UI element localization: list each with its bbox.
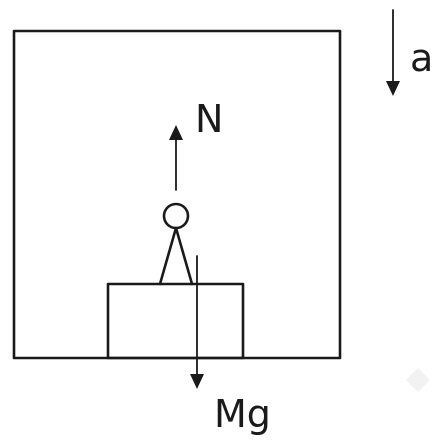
watermark-mark (406, 368, 430, 392)
person-body (158, 226, 194, 286)
weight-label: Mg (214, 392, 271, 436)
elevator-box (12, 29, 342, 360)
weight-arrowhead (190, 374, 204, 389)
weighing-scale (106, 282, 245, 360)
acceleration-label: a (410, 36, 433, 80)
normal-force-arrowhead (169, 125, 183, 140)
normal-force-label: N (195, 97, 223, 141)
acceleration-arrowhead (386, 81, 400, 96)
person-head (162, 202, 190, 230)
